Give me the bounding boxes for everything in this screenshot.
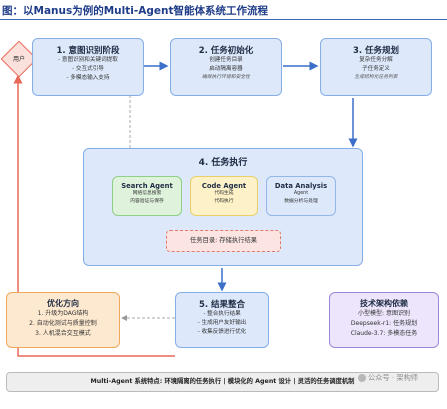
stage3-line: 子任务定义 [362,66,390,72]
stage5-box: 5. 结果整合 - 整合执行结果 - 生成用户友好输出 - 收集反馈进行优化 [175,292,269,348]
stage1-box: 1. 意图识别阶段 - 意图识别和关键词提取 - 交互式引导 - 多模态输入支持 [32,38,144,96]
optimize-line: 1. 升级为DAG结构 [37,310,89,317]
stage3-title: 3. 任务规划 [352,46,400,56]
stage1-line: - 多模态输入支持 [66,75,110,81]
stage3-box: 3. 任务规划 复杂任务分解 子任务定义 生成结构化任务列表 [320,38,432,96]
search-agent-title: Search Agent [121,182,173,190]
code-agent-title: Code Agent [201,182,247,190]
search-agent-box: Search Agent 网络信息搜索 内容验证与保存 [112,176,182,216]
stage1-line: - 意图识别和关键词提取 [58,57,118,63]
stage2-line: 启动隔离容器 [209,66,243,72]
tech-line: 小型模型: 意图识别 [358,310,410,317]
tech-stack-box: 技术架构依赖 小型模型: 意图识别 Deepseek-r1: 任务规划 Clau… [329,292,439,348]
stage5-title: 5. 结果整合 [198,300,246,310]
stage2-note: 确保执行环境和安全性 [202,75,250,80]
code-agent-box: Code Agent 代码生成 代码执行 [190,176,258,216]
data-analysis-title: Data Analysis [274,182,328,190]
optimize-box: 优化方向 1. 升级为DAG结构 2. 自动化测试与质量控制 3. 人机混合交互… [6,292,120,348]
features-footer: Multi-Agent 系统特点: 环境隔离的任务执行 | 模块化的 Agent… [6,372,439,392]
tech-title: 技术架构依赖 [360,299,408,308]
stage5-line: - 生成用户友好输出 [197,320,247,326]
stage2-line: 创建任务目录 [209,57,243,63]
stage2-box: 2. 任务初始化 创建任务目录 启动隔离容器 确保执行环境和安全性 [170,38,282,96]
search-agent-line: 网络信息搜索 [132,191,162,196]
arrow-stage5-to-user [13,74,175,357]
data-analysis-agent-box: Data Analysis Agent 数据分析与处理 [266,176,336,216]
code-agent-line: 代码执行 [214,199,234,204]
figure-title: 图：以Manus为例的Multi-Agent智能体系统工作流程 [2,5,268,17]
stage4-title: 4. 任务执行 [198,158,248,168]
title-rule [0,19,447,20]
tech-line: Deepseek-r1: 任务规划 [350,320,418,327]
optimize-line: 3. 人机混合交互模式 [35,330,91,337]
search-agent-line: 内容验证与保存 [130,199,164,204]
optimize-title: 优化方向 [47,299,79,308]
wechat-icon [358,374,366,382]
code-agent-line: 代码生成 [214,191,234,196]
watermark: 公众号 · 架构师 [358,373,418,383]
data-analysis-line: Agent [293,191,309,196]
task-directory-storage: 任务目录: 存储执行结果 [166,230,281,252]
stage5-line: - 整合执行结果 [203,311,241,317]
data-analysis-line: 数据分析与处理 [284,199,318,204]
stage1-title: 1. 意图识别阶段 [56,46,120,56]
watermark-text: 公众号 · 架构师 [368,373,418,382]
stage3-line: 复杂任务分解 [359,57,393,63]
optimize-line: 2. 自动化测试与质量控制 [29,320,97,327]
stage2-title: 2. 任务初始化 [198,46,254,56]
stage3-note: 生成结构化任务列表 [354,75,398,80]
stage1-line: - 交互式引导 [72,66,104,72]
user-label: 用户 [12,56,25,63]
stage5-line: - 收集反馈进行优化 [197,329,247,335]
tech-line: Claude-3.7: 多模态任务 [350,330,418,337]
